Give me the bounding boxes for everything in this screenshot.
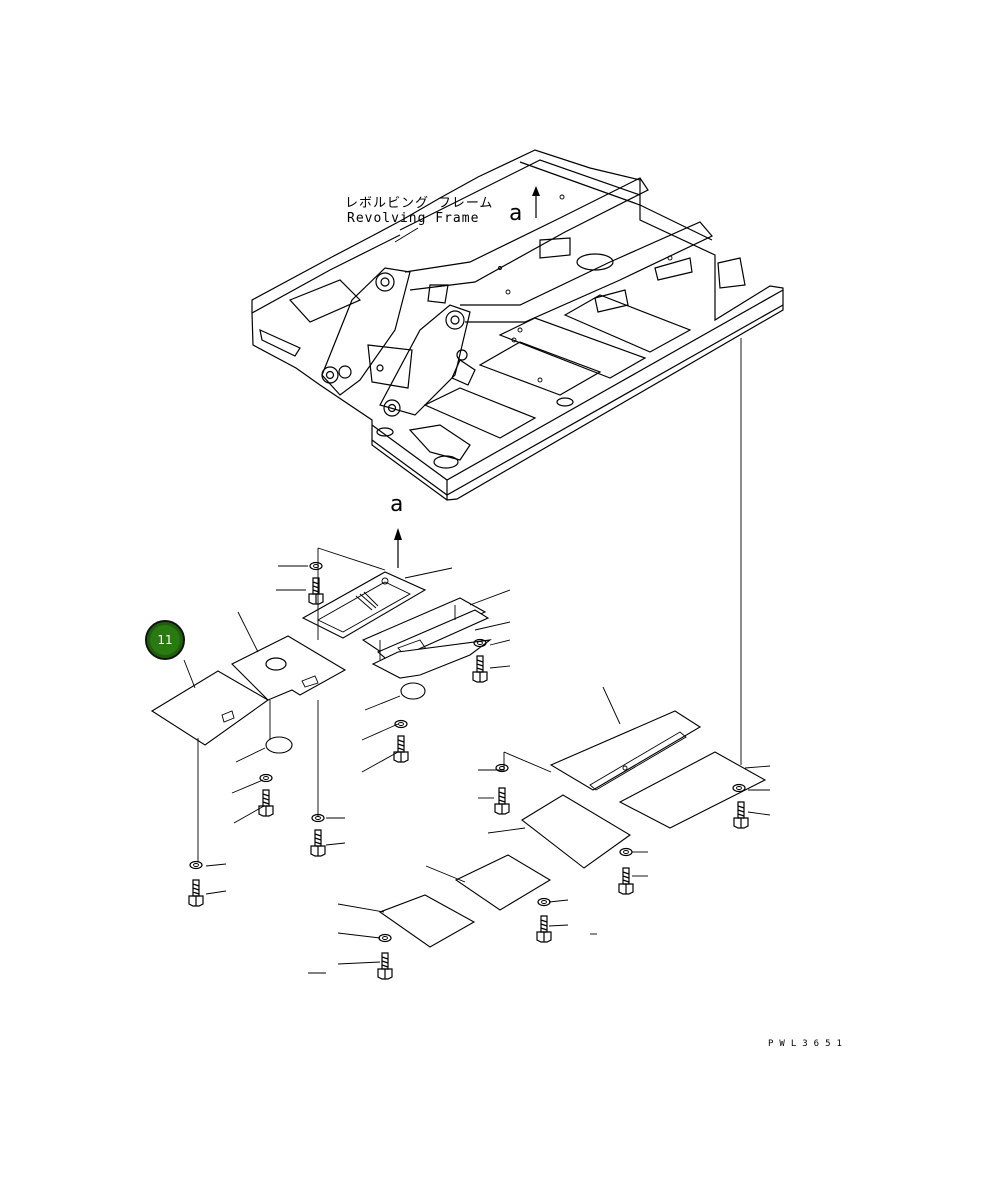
washer-hole <box>382 936 388 940</box>
washer <box>619 847 633 857</box>
washer-hole <box>499 766 505 770</box>
bolt <box>258 789 274 817</box>
washer <box>394 719 408 729</box>
channel-bracket <box>361 597 487 657</box>
view-reference-mid: a <box>390 492 404 517</box>
cover-plate-small-2 <box>378 894 476 948</box>
frame-label-jp: レボルビング フレーム <box>345 196 494 211</box>
washer-hole <box>193 863 199 867</box>
bolt <box>733 801 749 829</box>
view-reference-top: a <box>509 201 523 226</box>
washer-hole <box>313 564 319 568</box>
bolts-and-washers <box>188 561 749 980</box>
frame-label-en: Revolving Frame <box>347 211 480 226</box>
washer <box>473 638 487 648</box>
bolt <box>310 829 326 857</box>
cover-plate-right-long <box>549 710 702 791</box>
washer <box>537 897 551 907</box>
bolt <box>393 735 409 763</box>
bolt <box>377 952 393 980</box>
cover-plate-right-far <box>618 751 767 829</box>
washer <box>309 561 323 571</box>
revolving-frame-illustration <box>251 149 784 501</box>
washer <box>732 783 746 793</box>
bolt <box>308 577 324 605</box>
cover-plate-small-1 <box>454 854 552 911</box>
leader-lines <box>183 547 771 974</box>
washer-hole <box>477 641 483 645</box>
bolt <box>618 867 634 895</box>
washer <box>378 933 392 943</box>
washer-hole <box>623 850 629 854</box>
bolt <box>188 879 204 907</box>
washer-hole <box>541 900 547 904</box>
callout-badge-11[interactable]: 11 <box>145 620 185 660</box>
callout-number: 11 <box>157 633 173 647</box>
washer-hole <box>315 816 321 820</box>
cover-plates <box>150 571 767 948</box>
cover-plate-right-mid <box>521 794 632 869</box>
bolt <box>472 655 488 683</box>
washer-hole <box>398 722 404 726</box>
washer <box>259 773 273 783</box>
cover-plate-mid <box>371 639 493 679</box>
cover-plate-top-mesh <box>301 571 427 639</box>
cover-plate-left-upper <box>231 635 347 701</box>
washer-hole <box>263 776 269 780</box>
bolt <box>536 915 552 943</box>
washer <box>495 763 509 773</box>
washer <box>189 860 203 870</box>
drawing-number: PWL3651 <box>768 1039 848 1049</box>
washer-hole <box>736 786 742 790</box>
bolt <box>494 787 510 815</box>
